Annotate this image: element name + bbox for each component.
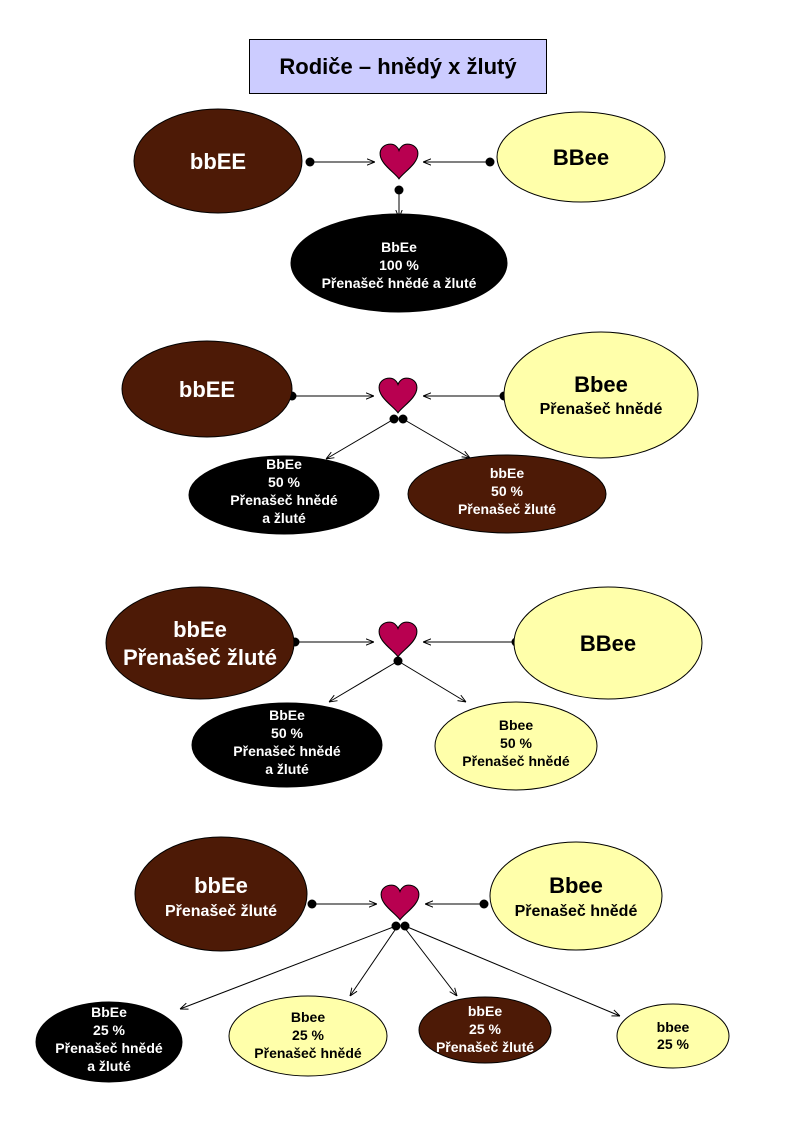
parent-left-ellipse (134, 836, 308, 952)
connector-dot (307, 899, 317, 909)
child-genotype: bbee (657, 1019, 690, 1035)
parent-left-genotype: bbEe (194, 873, 248, 898)
cross-4: bbEe Přenašeč žluté Bbee Přenašeč hnědé … (35, 836, 730, 1083)
child-percentage: 25 % (657, 1036, 689, 1052)
child-ellipse (407, 454, 607, 534)
parent-left-ellipse (105, 586, 295, 700)
heart-icon (379, 143, 419, 180)
arrow-to-child (397, 660, 466, 702)
arrow-to-child (350, 926, 398, 996)
child-ellipse (418, 996, 552, 1064)
child-percentage: 25 % (292, 1027, 324, 1043)
page-title: Rodiče – hnědý x žlutý (249, 39, 547, 94)
child-percentage: 100 % (379, 257, 419, 273)
child-genotype: BbEe (381, 239, 417, 255)
child-description: Přenašeč hnědé (230, 492, 338, 508)
child-percentage: 50 % (271, 725, 303, 741)
child-genotype: BbEe (266, 456, 302, 472)
child-ellipse (35, 1001, 183, 1083)
parent-left-genotype: bbEe (173, 617, 227, 642)
heart-icon (378, 621, 418, 658)
parent-left-genotype: bbEE (179, 377, 235, 402)
child-description: a žluté (262, 510, 306, 526)
connector-dot (479, 899, 489, 909)
parent-left-ellipse (133, 108, 303, 214)
child-percentage: 50 % (500, 735, 532, 751)
child-description: Přenašeč hnědé (233, 743, 341, 759)
child-genotype: bbEe (468, 1003, 502, 1019)
arrow-to-child (403, 926, 457, 996)
cross-1: bbEE BBee BbEe 100 % Přenašeč hnědé a žl… (133, 108, 666, 313)
parent-right-description: Přenašeč hnědé (515, 903, 638, 920)
child-genotype: bbEe (490, 465, 524, 481)
child-genotype: Bbee (499, 717, 533, 733)
child-description: a žluté (87, 1058, 131, 1074)
child-ellipse (228, 995, 388, 1077)
child-description: Přenašeč hnědé (55, 1040, 163, 1056)
heart-icon (378, 377, 418, 414)
parent-left-genotype: bbEE (190, 149, 246, 174)
parent-right-genotype: Bbee (549, 873, 603, 898)
child-genotype: Bbee (291, 1009, 325, 1025)
parent-right-genotype: BBee (580, 631, 636, 656)
connector-dot (305, 157, 315, 167)
connector-dot (485, 157, 495, 167)
arrow-to-child (180, 925, 397, 1009)
arrow-to-child (326, 418, 395, 459)
child-percentage: 50 % (268, 474, 300, 490)
child-description: Přenašeč hnědé a žluté (322, 275, 477, 291)
arrow-to-child (404, 925, 620, 1016)
child-description: Přenašeč žluté (436, 1039, 534, 1055)
parent-right-genotype: BBee (553, 145, 609, 170)
child-genotype: BbEe (91, 1004, 127, 1020)
arrow-to-child (402, 418, 470, 458)
child-genotype: BbEe (269, 707, 305, 723)
heart-icon (380, 884, 420, 921)
child-ellipse (290, 213, 508, 313)
arrow-to-child (329, 660, 399, 702)
child-ellipse (191, 702, 383, 788)
child-description: Přenašeč žluté (458, 501, 556, 517)
child-percentage: 25 % (469, 1021, 501, 1037)
parent-right-ellipse (503, 331, 699, 459)
parent-right-ellipse (513, 586, 703, 700)
parent-right-ellipse (489, 841, 663, 951)
cross-3: bbEe Přenašeč žluté BBee BbEe 50 % Přena… (105, 586, 703, 791)
parent-left-description: Přenašeč žluté (165, 903, 277, 920)
cross-2: bbEE Bbee Přenašeč hnědé BbEe 50 % Přena… (121, 331, 699, 535)
parent-left-description: Přenašeč žluté (123, 645, 277, 670)
child-ellipse (188, 455, 380, 535)
child-description: a žluté (265, 761, 309, 777)
child-description: Přenašeč hnědé (254, 1045, 362, 1061)
child-percentage: 25 % (93, 1022, 125, 1038)
parent-right-ellipse (496, 111, 666, 203)
child-percentage: 50 % (491, 483, 523, 499)
child-ellipse (434, 701, 598, 791)
parent-right-description: Přenašeč hnědé (540, 401, 663, 418)
child-ellipse (616, 1003, 730, 1069)
parent-left-ellipse (121, 340, 293, 438)
parent-right-genotype: Bbee (574, 372, 628, 397)
child-description: Přenašeč hnědé (462, 753, 570, 769)
